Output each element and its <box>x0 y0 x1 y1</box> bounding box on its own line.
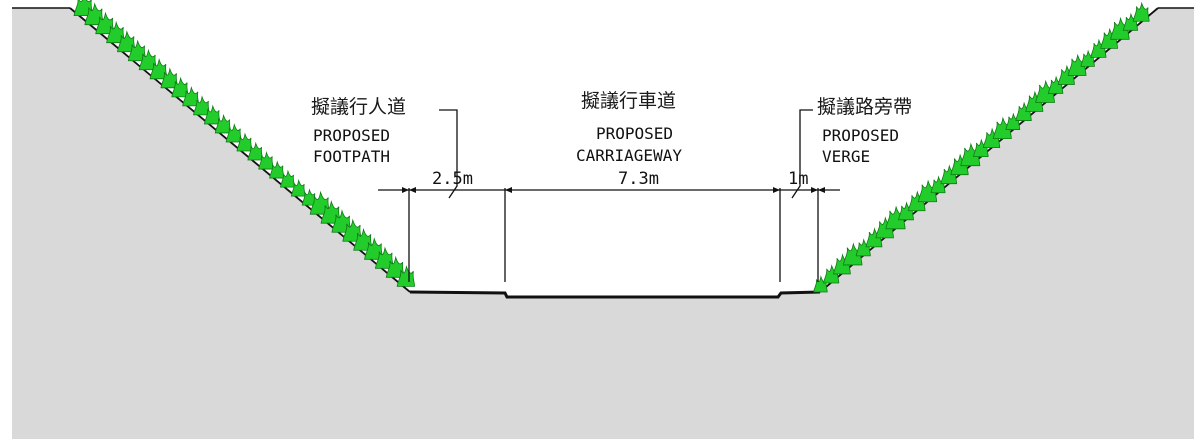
grass-tuft <box>855 238 871 257</box>
footpath-english-line2: FOOTPATH <box>313 147 390 166</box>
grass-tuft <box>1015 101 1032 121</box>
grass-tuft <box>269 160 285 179</box>
verge-leader-line <box>791 109 813 199</box>
footpath-leader-line <box>439 109 458 199</box>
arrow-right-end <box>818 187 825 193</box>
footpath-chinese-label: 擬議行人道 <box>311 96 406 118</box>
grass-tuft <box>160 67 179 89</box>
verge-chinese-label: 擬議路旁帶 <box>817 96 912 118</box>
grass-tuft <box>907 190 926 212</box>
grass-tuft <box>171 76 189 98</box>
grass-tuft <box>823 264 840 284</box>
grass-tuft <box>1090 38 1107 58</box>
grass-tuft <box>149 58 168 80</box>
grass-tuft <box>364 237 384 260</box>
grass-tuft <box>353 227 373 251</box>
grass-right-slope <box>813 1 1150 293</box>
grass-tuft <box>865 227 883 248</box>
grass-tuft <box>331 209 352 233</box>
grass-tuft <box>1047 75 1064 94</box>
ground-section <box>12 8 1194 439</box>
grass-tuft <box>117 30 136 53</box>
grass-tuft <box>1025 90 1044 112</box>
grass-tuft <box>917 179 938 203</box>
arrow-right-start <box>811 187 818 193</box>
grass-tuft <box>225 123 242 143</box>
grass-tuft <box>279 169 295 188</box>
grass-tuft <box>127 39 147 62</box>
grass-tuft <box>320 200 341 224</box>
grass-tuft <box>84 2 104 26</box>
grass-tuft <box>1005 112 1021 130</box>
footpath-width-label: 2.5m <box>432 169 473 189</box>
grass-tuft <box>214 113 232 134</box>
grass-tuft <box>385 255 405 278</box>
grass-tuft <box>236 132 253 152</box>
arrow-mid-end <box>773 187 780 193</box>
grass-tuft <box>992 116 1012 139</box>
carriageway-width-label: 7.3m <box>618 169 659 189</box>
grass-tuft <box>73 0 94 17</box>
grass-tuft <box>940 164 958 185</box>
grass-tuft <box>1057 64 1075 85</box>
grass-tuft <box>930 175 946 194</box>
arrow-left-start <box>402 187 409 193</box>
grass-tuft <box>203 104 221 125</box>
grass-tuft <box>813 275 828 293</box>
grass-tuft <box>875 216 894 239</box>
footpath-english-line1: PROPOSED <box>313 126 390 145</box>
grass-tuft <box>833 253 851 275</box>
grass-tuft <box>247 141 264 161</box>
grass-tuft <box>972 138 989 158</box>
carriageway-english-line2: CARRIAGEWAY <box>576 146 682 165</box>
grass-tuft <box>342 218 362 242</box>
carriageway-english-line1: PROPOSED <box>596 124 673 143</box>
carriageway-chinese-label: 擬議行車道 <box>581 90 676 112</box>
grass-tuft <box>898 201 914 221</box>
arrow-mid-start <box>505 187 512 193</box>
grass-tuft <box>1100 27 1118 49</box>
grass-tuft <box>193 95 210 116</box>
verge-english-line1: PROPOSED <box>822 126 899 145</box>
grass-tuft <box>1067 53 1087 76</box>
grass-tuft <box>95 11 115 35</box>
grass-tuft <box>374 246 394 269</box>
grass-tuft <box>1132 1 1150 22</box>
road-surface-line <box>409 290 821 299</box>
grass-tuft <box>258 151 274 170</box>
grass-tuft <box>1080 49 1095 67</box>
arrow-left-end <box>409 187 416 193</box>
grass-tuft <box>950 153 969 176</box>
grass-tuft <box>1122 12 1138 31</box>
grass-tuft <box>182 85 200 107</box>
grass-tuft <box>290 178 306 197</box>
verge-width-label: 1m <box>788 169 808 189</box>
grass-tuft <box>138 48 157 71</box>
grass-tuft <box>396 265 415 287</box>
grass-left-slope <box>73 0 415 287</box>
grass-tuft <box>106 20 125 44</box>
grass-tuft <box>982 127 1001 149</box>
verge-english-line2: VERGE <box>822 147 870 166</box>
